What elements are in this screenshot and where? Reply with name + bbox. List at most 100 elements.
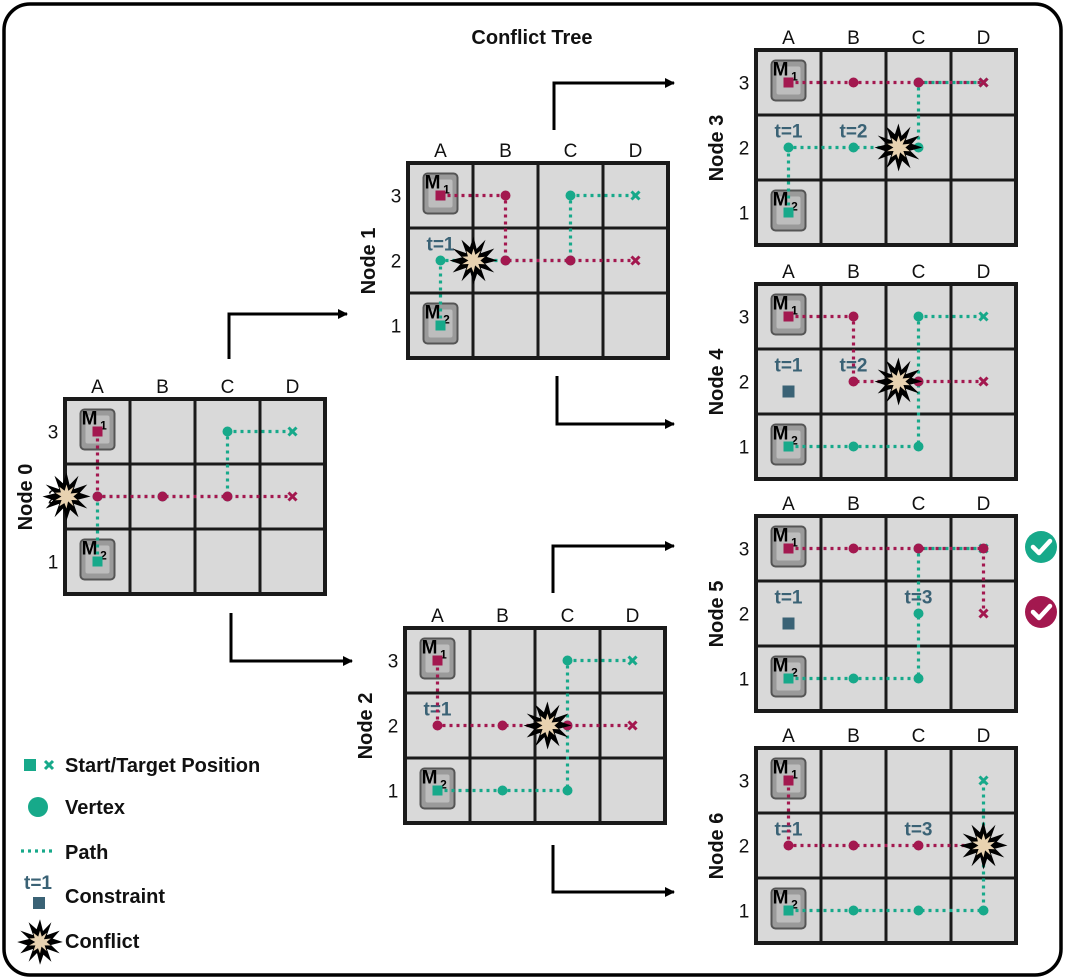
path-m1-target-marker [627, 720, 638, 731]
path-m1-start-marker [435, 190, 446, 201]
path-m1-vertex [432, 720, 443, 731]
column-label-C: C [564, 141, 578, 162]
row-label-3: 3 [739, 74, 750, 95]
path-m1-target-marker [978, 77, 989, 88]
row-label-2: 2 [391, 252, 402, 273]
path-m2 [437, 658, 633, 793]
column-label-B: B [847, 262, 860, 283]
node6-label: Node 6 [706, 813, 728, 880]
column-label-C: C [912, 28, 926, 49]
grid-cell-B3 [128, 397, 197, 466]
grid-cell-D2 [949, 113, 1018, 182]
column-label-D: D [977, 494, 991, 515]
path-m1 [95, 431, 293, 499]
grid-cell-C1 [193, 527, 262, 596]
constraint-marker [782, 617, 795, 630]
legend-vertex-icon [28, 797, 48, 817]
column-label-D: D [977, 262, 991, 283]
grid-cell-B3 [819, 746, 888, 815]
row-label-1: 1 [739, 670, 750, 691]
path-m2-vertex [848, 673, 859, 684]
row-label-3: 3 [739, 308, 750, 329]
agent-subscript: 2 [791, 200, 798, 214]
agent-label: M [82, 539, 98, 560]
grid-cell-B1 [471, 291, 540, 360]
arrow-node0-to-node1 [227, 309, 348, 359]
row-label-2: 2 [388, 717, 399, 738]
grid-cell-B3 [468, 626, 537, 695]
check-icon-m2 [1025, 531, 1057, 563]
path-m1-vertex [913, 840, 924, 851]
grid-cell-B2 [819, 579, 888, 648]
constraint-label: t=1 [775, 356, 803, 377]
grid-cell-D1 [601, 291, 670, 360]
path-m2-vertex [848, 142, 859, 153]
path-m1-start-marker [92, 426, 103, 437]
grid-cell-D1 [949, 644, 1018, 713]
constraint-marker [782, 385, 795, 398]
path-m2-vertex [435, 255, 446, 266]
agent-label: M [422, 768, 438, 789]
legend-constraint-label: Constraint [65, 886, 165, 908]
grid-border [403, 626, 667, 825]
agent-subscript: 1 [791, 304, 798, 318]
constraint-label: t=1 [775, 122, 803, 143]
node3-label: Node 3 [706, 115, 728, 182]
path-m2-start-marker [435, 320, 446, 331]
path-m1-vertex [565, 255, 576, 266]
constraint-label: t=1 [775, 588, 803, 609]
column-label-D: D [977, 28, 991, 49]
conflict-icon [874, 123, 923, 172]
path-m1-vertex [848, 376, 859, 387]
path-m2-vertex [913, 673, 924, 684]
path-m2-vertex [978, 905, 989, 916]
agent-subscript: 2 [791, 666, 798, 680]
node0-label: Node 0 [15, 464, 37, 531]
column-label-A: A [91, 377, 104, 398]
node2-label: Node 2 [355, 693, 377, 760]
path-m2-vertex [497, 785, 508, 796]
conflict-icon [449, 236, 498, 285]
legend-conflict-label: Conflict [65, 931, 140, 953]
grid-cell-D1 [949, 178, 1018, 247]
conflict-icon [17, 919, 63, 965]
column-label-C: C [912, 726, 926, 747]
grid-cell-B1 [128, 527, 197, 596]
path-m2-vertex [913, 311, 924, 322]
path-m2-vertex [913, 905, 924, 916]
agent-subscript: 2 [791, 434, 798, 448]
row-label-2: 2 [739, 605, 750, 626]
column-label-C: C [221, 377, 235, 398]
legend: Start/Target PositionVertexPatht=1Constr… [17, 755, 260, 965]
row-label-2: 2 [739, 373, 750, 394]
legend-start-square-icon [24, 759, 36, 771]
column-label-B: B [847, 494, 860, 515]
column-label-B: B [496, 606, 509, 627]
grid-cell-C1 [884, 178, 953, 247]
legend-target-cross-icon [43, 759, 55, 771]
path-m2-vertex [848, 441, 859, 452]
legend-constraint-marker [33, 897, 45, 909]
path-m2-start-marker [783, 441, 794, 452]
path-m2-start-marker [783, 905, 794, 916]
constraint-label: t=1 [427, 235, 455, 256]
node1-label: Node 1 [358, 228, 380, 295]
row-label-1: 1 [391, 317, 402, 338]
path-m2-start-marker [783, 207, 794, 218]
agent-subscript: 1 [443, 183, 450, 197]
path-m1-target-marker [630, 255, 641, 266]
agent-subscript: 2 [443, 313, 450, 327]
column-label-C: C [561, 606, 575, 627]
path-m1 [788, 546, 986, 614]
grid-border [754, 48, 1018, 247]
agent-label: M [773, 190, 789, 211]
path-m2-vertex [913, 608, 924, 619]
path-m1-start-marker [783, 77, 794, 88]
agent-label: M [773, 656, 789, 677]
path-m1-target-marker [978, 376, 989, 387]
path-m1 [440, 193, 636, 263]
path-m1-vertex [848, 311, 859, 322]
column-label-D: D [977, 726, 991, 747]
row-label-3: 3 [739, 540, 750, 561]
